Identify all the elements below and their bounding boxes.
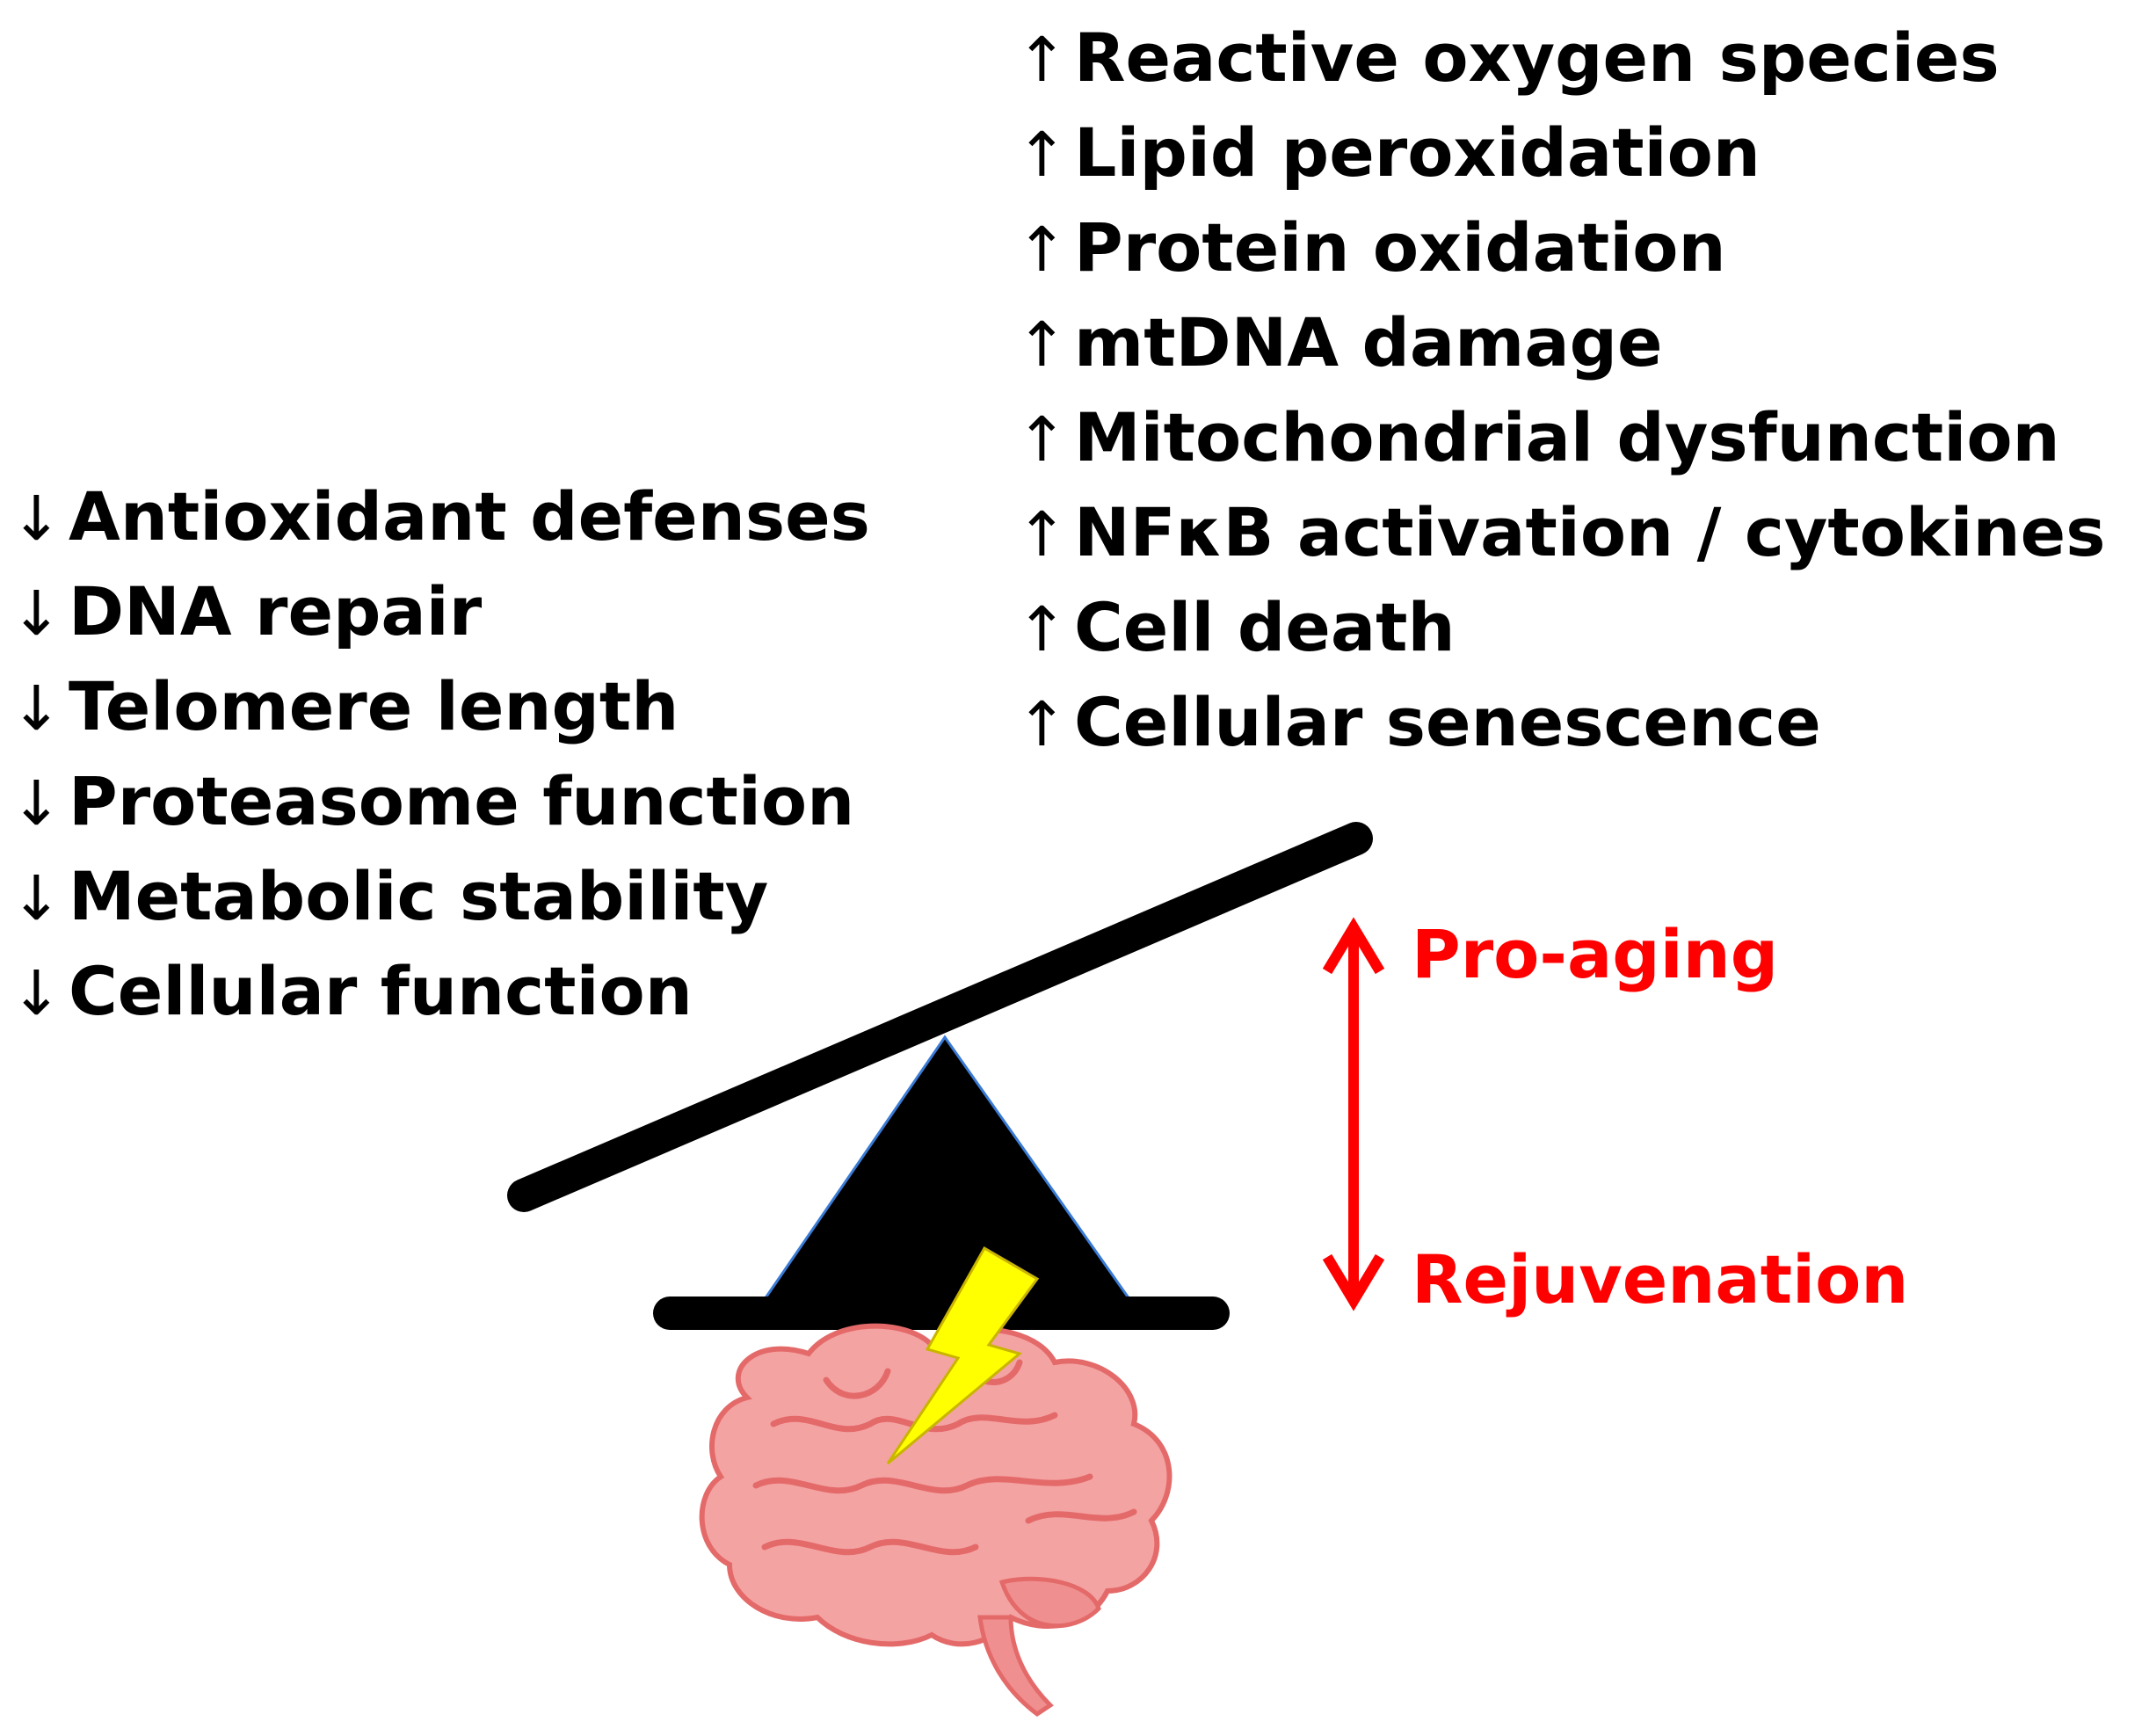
lightning-bolt-icon — [886, 1246, 1040, 1465]
list-item: ↓Cellular function — [11, 944, 870, 1039]
up-arrow-icon: ↑ — [1016, 309, 1068, 381]
list-item: ↓Telomere length — [11, 659, 870, 754]
up-arrow-icon: ↑ — [1016, 688, 1068, 760]
list-item: ↓Antioxidant defenses — [11, 469, 870, 564]
up-arrow-icon: ↑ — [1016, 403, 1068, 476]
up-arrow-icon: ↑ — [1016, 593, 1068, 665]
up-arrow-icon: ↑ — [1016, 24, 1068, 96]
up-arrow-icon: ↑ — [1016, 119, 1068, 191]
up-arrow-icon: ↑ — [1016, 214, 1068, 286]
seesaw-beam — [507, 822, 1373, 1212]
list-item: ↑mtDNA damage — [1016, 295, 2105, 390]
down-arrow-icon: ↓ — [11, 672, 62, 745]
pro-aging-label: Pro-aging — [1412, 915, 1779, 993]
up-arrow-icon: ↑ — [1016, 498, 1068, 570]
down-arrow-icon: ↓ — [11, 483, 62, 555]
increased-factors-list: ↑Reactive oxygen species ↑Lipid peroxida… — [1016, 11, 2105, 770]
double-headed-arrow-icon — [1322, 917, 1385, 1311]
list-item: ↑Mitochondrial dysfunction — [1016, 390, 2105, 485]
list-item: ↓Proteasome function — [11, 754, 870, 849]
rejuvenation-label: Rejuvenation — [1412, 1240, 1909, 1318]
decreased-factors-list: ↓Antioxidant defenses ↓DNA repair ↓Telom… — [11, 469, 870, 1039]
down-arrow-icon: ↓ — [11, 767, 62, 839]
list-item: ↓DNA repair — [11, 564, 870, 659]
list-item: ↑Reactive oxygen species — [1016, 11, 2105, 105]
list-item: ↑Lipid peroxidation — [1016, 105, 2105, 200]
down-arrow-icon: ↓ — [11, 862, 62, 934]
list-item: ↓Metabolic stability — [11, 849, 870, 944]
list-item: ↑Cell death — [1016, 580, 2105, 675]
list-item: ↑Protein oxidation — [1016, 200, 2105, 295]
down-arrow-icon: ↓ — [11, 577, 62, 650]
brain-icon — [699, 1323, 1173, 1718]
down-arrow-icon: ↓ — [11, 957, 62, 1029]
list-item: ↑NFκB activation / cytokines — [1016, 485, 2105, 580]
list-item: ↑Cellular senescence — [1016, 675, 2105, 770]
